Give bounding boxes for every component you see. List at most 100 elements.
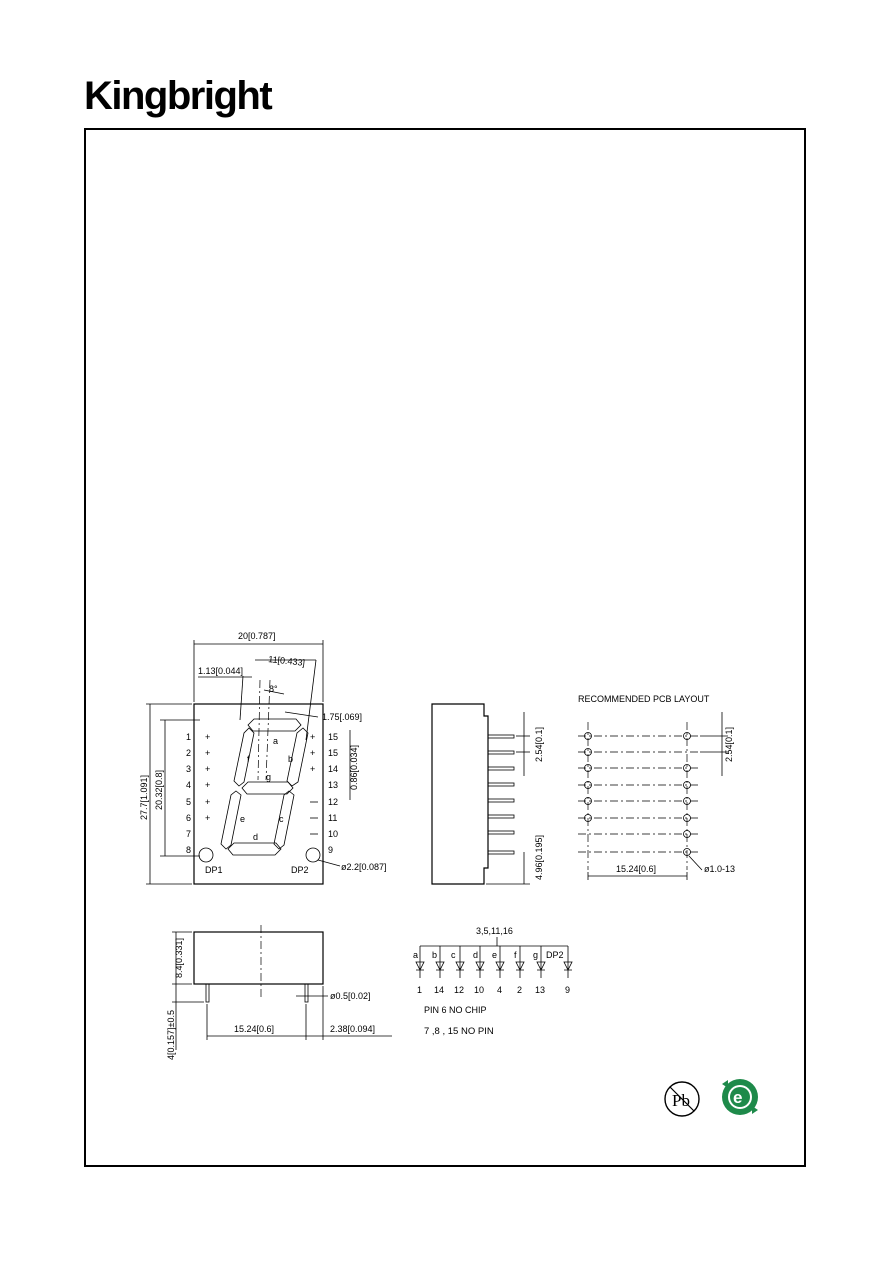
side-lead-dim: 4.96[0.195] <box>534 835 544 880</box>
circuit-pin: 2 <box>517 985 522 995</box>
height-dim: 27.7[1.091] <box>139 775 149 820</box>
drawing-frame <box>84 128 806 1167</box>
seg-label-b: b <box>288 754 293 764</box>
segment-f <box>233 727 255 787</box>
dp-dia-dim: ø2.2[0.087] <box>341 862 387 872</box>
side-pitch-dim: 2.54[0.1] <box>534 727 544 762</box>
dp1-label: DP1 <box>205 865 223 875</box>
circuit-pin: 9 <box>565 985 570 995</box>
pin-label: 14 <box>328 764 338 774</box>
circuit-pin: 10 <box>474 985 484 995</box>
side-body <box>431 703 489 885</box>
front-width-dim: 20[0.787] <box>238 631 276 641</box>
pin-label: 6 <box>186 813 191 823</box>
svg-text:+: + <box>205 748 210 758</box>
seg-label-d: d <box>253 832 258 842</box>
seg-label-c: c <box>279 814 284 824</box>
digit-width-dim: 11[0.433] <box>268 654 306 668</box>
circuit-segment-labels: a b c d e f g DP2 <box>413 950 564 960</box>
digit-height-dim: 20.32[0.8] <box>154 770 164 810</box>
pcb-hole-dim: ø1.0-13 <box>704 864 735 874</box>
circuit-note-1: PIN 6 NO CHIP <box>424 1005 487 1015</box>
circuit-seg-label: c <box>451 950 456 960</box>
seg-label-e: e <box>240 814 245 824</box>
seven-segment-digit: a b c d e f g <box>220 718 309 856</box>
pin-label: 13 <box>328 780 338 790</box>
pin-label: 1 <box>186 732 191 742</box>
kingbright-logo: Kingbright <box>84 74 273 118</box>
pin-dia-dim: ø0.5[0.02] <box>330 991 371 1001</box>
front-body-outline <box>193 703 324 885</box>
dp2-circle <box>305 847 321 863</box>
segment-d <box>227 842 282 856</box>
circuit-diagram: 3,5,11,16 a b c d e f g DP2 1 14 12 1 <box>413 926 573 1037</box>
pin-label: 10 <box>328 829 338 839</box>
rohs-badge: e <box>722 1079 758 1115</box>
pin-label: 3 <box>186 764 191 774</box>
circuit-seg-label: a <box>413 950 418 960</box>
pcb-layout-title: RECOMMENDED PCB LAYOUT <box>578 694 710 704</box>
circuit-seg-label: f <box>514 950 517 960</box>
circuit-note-2: 7 ,8 , 15 NO PIN <box>424 1026 494 1037</box>
circuit-seg-label: g <box>533 950 538 960</box>
pin-label: 2 <box>186 748 191 758</box>
svg-text:+: + <box>310 748 315 758</box>
circuit-seg-label: b <box>432 950 437 960</box>
pcb-holes <box>584 732 691 856</box>
segment-g <box>241 781 294 795</box>
circuit-pin: 4 <box>497 985 502 995</box>
seg-label-a: a <box>273 736 278 746</box>
pin-label: 8 <box>186 845 191 855</box>
seg-width-dim: 0.86[0.034] <box>349 745 359 790</box>
pin-label: 12 <box>328 797 338 807</box>
svg-text:+: + <box>310 732 315 742</box>
pb-free-label: Pb <box>672 1091 690 1110</box>
segment-a <box>247 718 302 732</box>
circuit-pin: 12 <box>454 985 464 995</box>
offset-dim: 1.13[0.044] <box>198 666 243 676</box>
segment-c <box>273 790 295 850</box>
segment-dim: 1.75[.069] <box>322 712 362 722</box>
left-pin-labels: 1 2 3 4 5 6 7 8 ++ ++ ++ <box>186 732 210 855</box>
rohs-label: e <box>733 1088 742 1107</box>
pin-label: 7 <box>186 829 191 839</box>
pcb-layout: RECOMMENDED PCB LAYOUT 2.54[0.1] 15.24[0… <box>578 694 735 880</box>
segment-e <box>220 790 242 850</box>
svg-text:+: + <box>205 797 210 807</box>
seg-label-g: g <box>266 772 271 782</box>
pcb-row-spacing-dim: 15.24[0.6] <box>616 864 656 874</box>
circuit-diodes <box>415 946 573 978</box>
svg-text:+: + <box>205 780 210 790</box>
seg-label-f: f <box>247 754 250 764</box>
circuit-pin: 1 <box>417 985 422 995</box>
svg-text:+: + <box>205 813 210 823</box>
pin-label: 15 <box>328 732 338 742</box>
right-pin-labels: 15 15 14 13 12 11 10 9 + + + <box>310 732 338 855</box>
circuit-seg-label: DP2 <box>546 950 564 960</box>
svg-text:+: + <box>310 764 315 774</box>
bottom-view: 8.4[0.331] 4[0.157]±0.5 ø0.5[0.02] 15.24… <box>166 925 392 1060</box>
circuit-pin: 14 <box>434 985 444 995</box>
common-pins-label: 3,5,11,16 <box>476 926 513 936</box>
pin-label: 4 <box>186 780 191 790</box>
segment-b <box>286 727 309 787</box>
bottom-body <box>193 931 324 985</box>
side-view: 2.54[0.1] 4.96[0.195] <box>431 703 544 885</box>
bottom-depth-dim: 8.4[0.331] <box>174 938 184 978</box>
pin-label: 5 <box>186 797 191 807</box>
edge-dim: 2.38[0.094] <box>330 1024 375 1034</box>
slant-angle-dim: 8° <box>269 684 278 694</box>
pcb-pitch-dim: 2.54[0.1] <box>724 727 734 762</box>
circuit-pin-numbers: 1 14 12 10 4 2 13 9 <box>417 985 570 995</box>
bottom-lead-len-dim: 4[0.157]±0.5 <box>166 1010 176 1060</box>
pin-label: 11 <box>328 813 337 823</box>
front-view: 20[0.787] 11[0.433] 1.13[0.044] 8° 1.75[… <box>139 631 387 885</box>
svg-text:+: + <box>205 764 210 774</box>
circuit-seg-label: e <box>492 950 497 960</box>
pin-label: 9 <box>328 845 333 855</box>
bottom-row-spacing-dim: 15.24[0.6] <box>234 1024 274 1034</box>
pb-free-badge: Pb <box>664 1081 700 1117</box>
dp1-circle <box>198 847 214 863</box>
pin-label: 15 <box>328 748 338 758</box>
